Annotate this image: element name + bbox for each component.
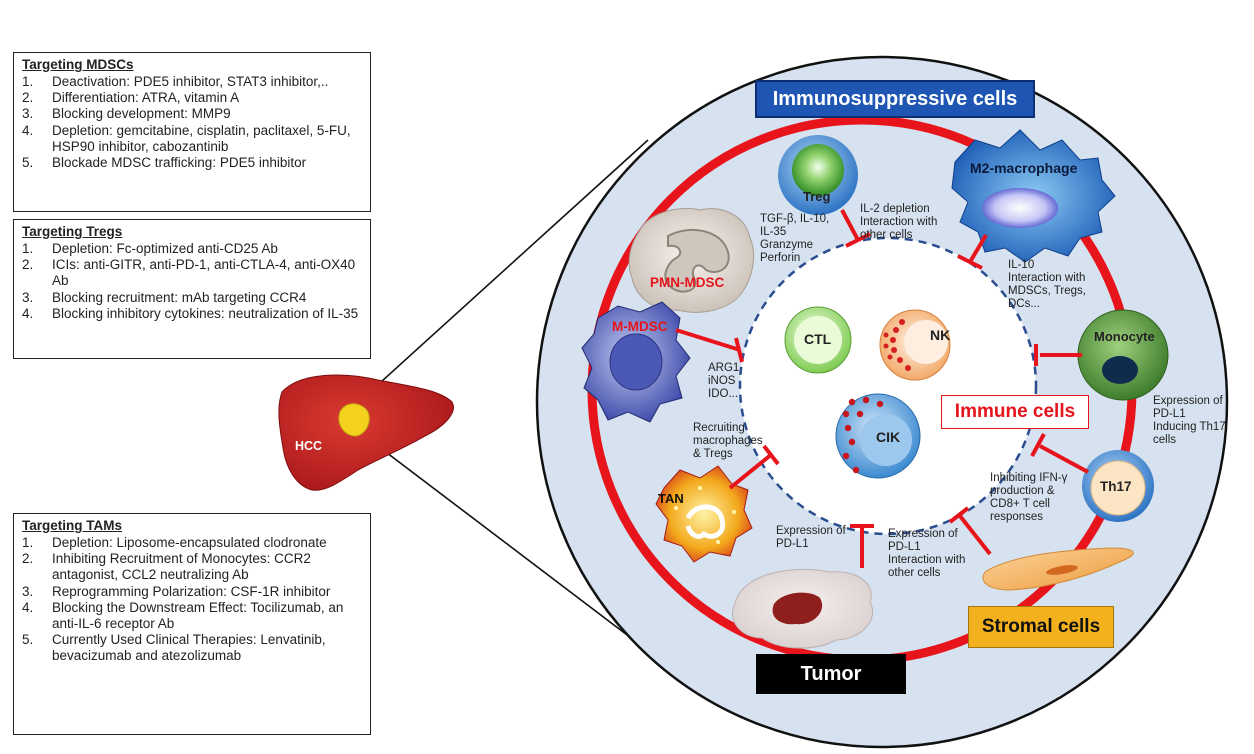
tan-cell — [655, 465, 753, 563]
list-item: 4.Depletion: gemcitabine, cisplatin, pac… — [22, 122, 351, 154]
list-item: 5.Blockade MDSC trafficking: PDE5 inhibi… — [22, 155, 307, 171]
m2-macrophage-cell — [951, 129, 1116, 263]
pmn-mdsc-label: PMN-MDSC — [650, 275, 725, 290]
cik-cell — [835, 393, 921, 479]
m2-macrophage-label: M2-macrophage — [970, 160, 1078, 176]
stromal-cell — [982, 547, 1134, 591]
m-mdsc-cell — [581, 301, 691, 423]
nk-granules — [883, 319, 911, 371]
ctl-label: CTL — [804, 331, 832, 347]
targeting-tams-list: 1.Depletion: Liposome-encapsulated clodr… — [22, 535, 362, 665]
th17-label: Th17 — [1100, 479, 1132, 494]
immune-cells-header: Immune cells — [941, 395, 1089, 429]
targeting-tregs-list: 1.Depletion: Fc-optimized anti-CD25 Ab 2… — [22, 241, 362, 322]
connector-line-bottom — [369, 439, 669, 667]
tan-label: TAN — [658, 491, 684, 506]
list-item: 1.Deactivation: PDE5 inhibitor, STAT3 in… — [22, 74, 329, 89]
targeting-tams-title: Targeting TAMs — [22, 518, 122, 533]
list-item: 4.Blocking the Downstream Effect: Tocili… — [22, 599, 344, 632]
list-item: 3.Blocking development: MMP9 — [22, 106, 231, 122]
tumor-header: Tumor — [756, 654, 906, 694]
tumor-cell — [732, 568, 874, 649]
list-item: 5.Currently Used Clinical Therapies: Len… — [22, 632, 326, 664]
list-item: 1.Depletion: Fc-optimized anti-CD25 Ab — [22, 241, 278, 256]
list-item: 2.ICIs: anti-GITR, anti-PD-1, anti-CTLA-… — [22, 257, 356, 289]
inhibition-arrows — [675, 209, 1089, 568]
treg-label: Treg — [803, 189, 831, 204]
nk-cell — [879, 309, 951, 381]
stromal-cells-header: Stromal cells — [968, 606, 1114, 648]
connector-line-top — [349, 139, 649, 411]
targeting-tregs-box: Targeting Tregs 1.Depletion: Fc-optimize… — [13, 219, 371, 359]
list-item: 2.Differentiation: ATRA, vitamin A — [22, 90, 240, 106]
cik-granules — [842, 396, 884, 474]
hcc-label: HCC — [295, 439, 323, 453]
th17-cell — [1082, 450, 1154, 522]
list-item: 1.Depletion: Liposome-encapsulated clodr… — [22, 535, 327, 550]
treg-cell — [778, 135, 858, 215]
ctl-cell — [784, 306, 852, 374]
cik-label: CIK — [876, 429, 901, 445]
nk-label: NK — [930, 327, 951, 343]
liver-icon — [278, 374, 454, 491]
targeting-mdscs-box: Targeting MDSCs 1.Deactivation: PDE5 inh… — [13, 52, 371, 212]
pmn-mdsc-cell — [628, 207, 755, 313]
list-item: 4.Blocking inhibitory cytokines: neutral… — [22, 305, 359, 321]
immunosuppressive-header: Immunosuppressive cells — [755, 80, 1035, 118]
monocyte-label: Monocyte — [1094, 329, 1155, 344]
list-item: 2.Inhibiting Recruitment of Monocytes: C… — [22, 551, 311, 583]
monocyte-cell — [1077, 309, 1169, 401]
m-mdsc-label: M-MDSC — [612, 319, 668, 334]
targeting-tregs-title: Targeting Tregs — [22, 224, 123, 239]
targeting-mdscs-list: 1.Deactivation: PDE5 inhibitor, STAT3 in… — [22, 74, 362, 171]
list-item: 3.Reprogramming Polarization: CSF-1R inh… — [22, 583, 331, 599]
targeting-mdscs-title: Targeting MDSCs — [22, 57, 134, 72]
list-item: 3.Blocking recruitment: mAb targeting CC… — [22, 289, 307, 305]
targeting-tams-box: Targeting TAMs 1.Depletion: Liposome-enc… — [13, 513, 371, 735]
